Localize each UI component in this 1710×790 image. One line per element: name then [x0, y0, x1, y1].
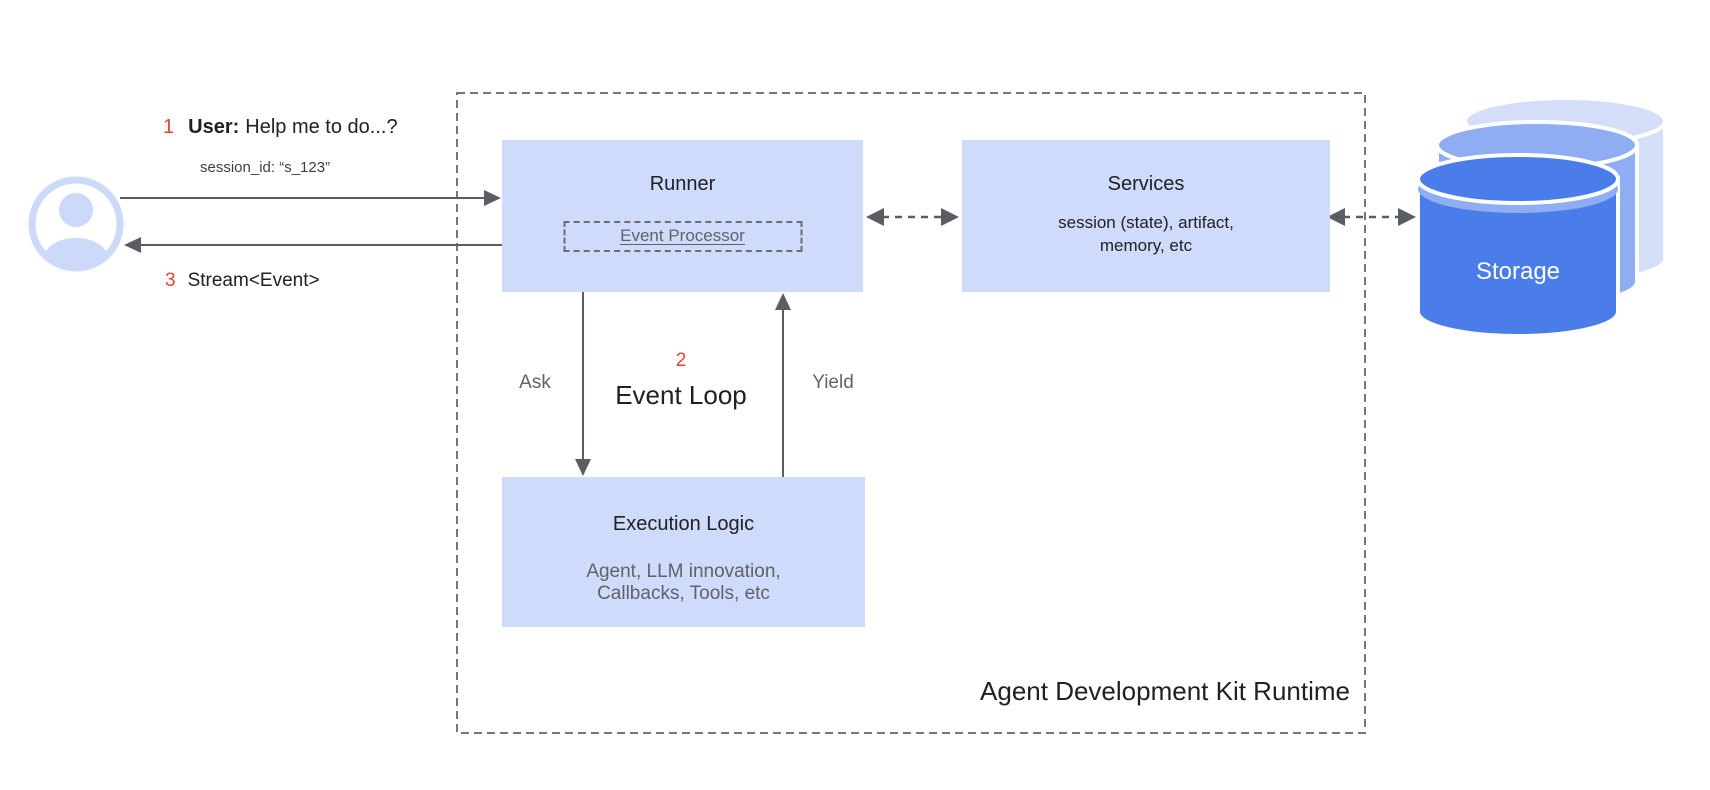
step3-stream-event: 3 Stream<Event>	[165, 270, 320, 292]
step1-text: Help me to do...?	[245, 116, 398, 138]
execution-logic-subtitle: Agent, LLM innovation, Callbacks, Tools,…	[502, 561, 865, 605]
event-loop-title: Event Loop	[615, 380, 747, 410]
execution-subtitle-line2: Callbacks, Tools, etc	[597, 583, 770, 604]
execution-logic-title: Execution Logic	[612, 513, 755, 535]
ask-label: Ask	[519, 372, 551, 393]
storage-cylinder-icon	[1416, 96, 1667, 338]
services-subtitle: session (state), artifact, memory, etc	[962, 211, 1330, 257]
services-box: Services session (state), artifact, memo…	[962, 140, 1330, 292]
storage-label: Storage	[1475, 258, 1561, 285]
arrow-runner-to-user	[124, 237, 502, 253]
step1-user-request: 1 User:Help me to do...?	[163, 116, 398, 139]
runtime-dashed-border	[456, 92, 1366, 734]
step1-number: 1	[163, 116, 175, 138]
services-title: Services	[1107, 173, 1185, 195]
step3-text: Stream<Event>	[187, 270, 320, 291]
arrow-user-to-runner	[120, 190, 501, 206]
services-subtitle-line2: memory, etc	[1099, 236, 1193, 255]
step3-number: 3	[165, 270, 176, 291]
arrow-yield-up	[775, 293, 791, 477]
services-subtitle-line1: session (state), artifact,	[1058, 213, 1234, 232]
arrow-runner-services	[866, 208, 959, 226]
step2-number: 2	[675, 350, 687, 371]
user-avatar-icon	[28, 176, 124, 272]
runner-title: Runner	[649, 173, 716, 195]
step1-user-label: User:	[188, 116, 240, 138]
arrow-services-storage	[1327, 208, 1416, 226]
session-id-text: session_id: “s_123”	[200, 159, 331, 176]
event-processor-box: Event Processor	[563, 221, 802, 252]
runner-box: Runner Event Processor	[502, 140, 863, 292]
arrow-ask-down	[575, 292, 591, 476]
execution-logic-box: Execution Logic Agent, LLM innovation, C…	[502, 477, 865, 627]
runtime-container-label: Agent Development Kit Runtime	[980, 676, 1350, 706]
execution-subtitle-line1: Agent, LLM innovation,	[586, 561, 781, 582]
yield-label: Yield	[812, 372, 854, 393]
